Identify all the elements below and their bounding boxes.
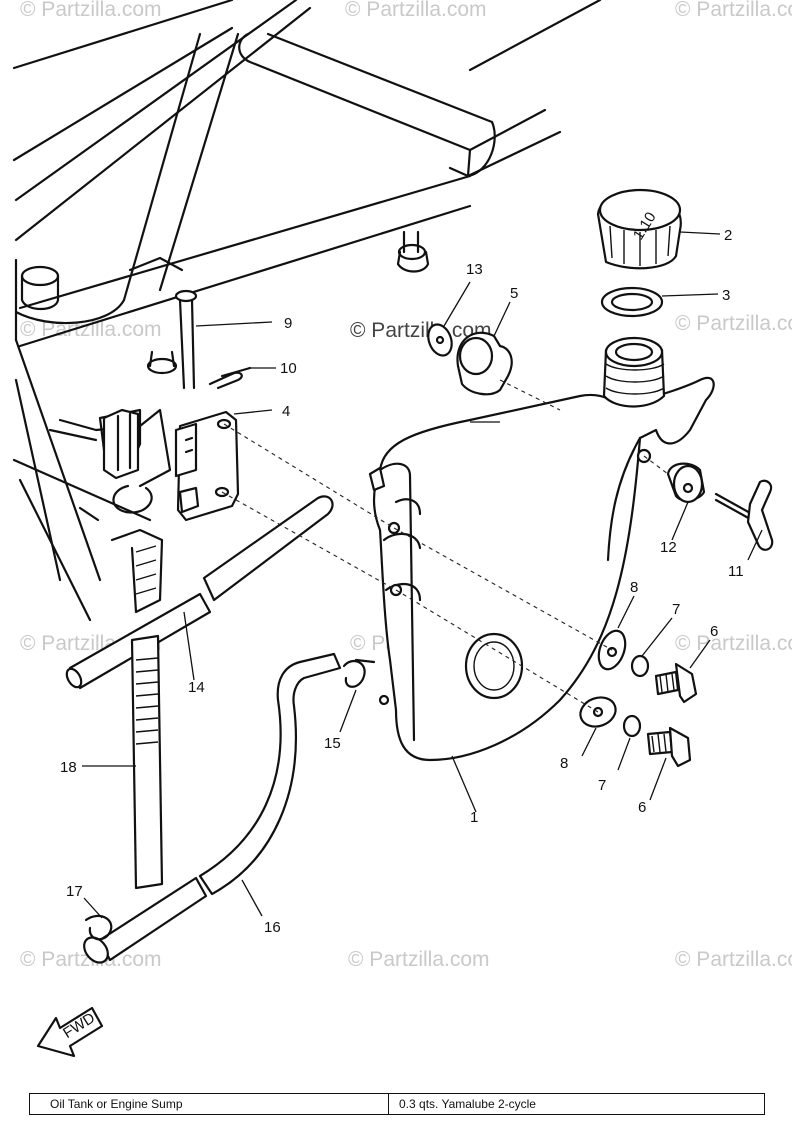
lock-washer-7-upper (630, 654, 650, 678)
callout-12: 12 (660, 539, 677, 556)
pin-9 (146, 289, 198, 390)
fwd-arrow-icon: FWD (36, 1006, 104, 1058)
callout-11: 11 (728, 563, 744, 580)
callout-15: 15 (324, 735, 341, 752)
hose-16 (83, 652, 342, 964)
grommet-5 (456, 331, 513, 396)
gasket-3 (600, 286, 664, 318)
callout-6-upper: 6 (710, 623, 718, 640)
callout-6-lower: 6 (638, 799, 646, 816)
watermark: © Partzilla.com (20, 0, 162, 21)
watermark: © Partzilla.com (348, 948, 490, 971)
watermark: © Partzilla.com (675, 948, 792, 971)
callout-8-upper: 8 (630, 579, 638, 596)
callout-5: 5 (510, 285, 518, 302)
bracket-4 (102, 408, 240, 522)
wing-bolt-11 (714, 479, 774, 551)
watermark: © Partzilla.com (675, 0, 792, 21)
washer-13 (427, 323, 453, 357)
callouts: 2 3 9 10 4 13 5 12 11 8 7 6 8 7 6 14 15 … (60, 227, 744, 936)
watermark: © Partzilla.com (345, 0, 487, 21)
callout-3: 3 (722, 287, 730, 304)
frame (12, 0, 602, 622)
clip-10 (208, 366, 252, 390)
oil-tank (368, 336, 715, 762)
cap-2: 1.10 (596, 188, 682, 270)
hose-14 (65, 495, 334, 690)
spec-item: Oil Tank or Engine Sump (30, 1094, 389, 1114)
callout-18: 18 (60, 759, 77, 776)
clip-17 (84, 914, 113, 941)
hose-18 (130, 634, 164, 890)
watermark: © Partzilla.com (675, 632, 792, 655)
callout-4: 4 (282, 403, 290, 420)
spec-table: Oil Tank or Engine Sump 0.3 qts. Yamalub… (29, 1093, 765, 1115)
spec-capacity: 0.3 qts. Yamalube 2-cycle (399, 1097, 536, 1111)
watermark: © Partzilla.com (350, 319, 492, 342)
clip-15 (342, 658, 376, 688)
alignment-lines (221, 379, 669, 713)
callout-1: 1 (470, 809, 478, 826)
callout-13: 13 (466, 261, 483, 278)
lock-washer-7-lower (622, 714, 642, 738)
callout-7-lower: 7 (598, 777, 606, 794)
callout-9: 9 (284, 315, 292, 332)
watermark: © Partzilla.com (675, 312, 792, 335)
callout-16: 16 (264, 919, 281, 936)
callout-8-lower: 8 (560, 755, 568, 772)
bolt-6-lower (646, 726, 692, 768)
callout-7-upper: 7 (672, 601, 680, 618)
bolt-6-upper (654, 662, 698, 704)
collar-12 (666, 462, 706, 504)
callout-2: 2 (724, 227, 732, 244)
callout-14: 14 (188, 679, 205, 696)
callout-17: 17 (66, 883, 83, 900)
callout-10: 10 (280, 360, 297, 377)
leader-lines (82, 231, 763, 919)
